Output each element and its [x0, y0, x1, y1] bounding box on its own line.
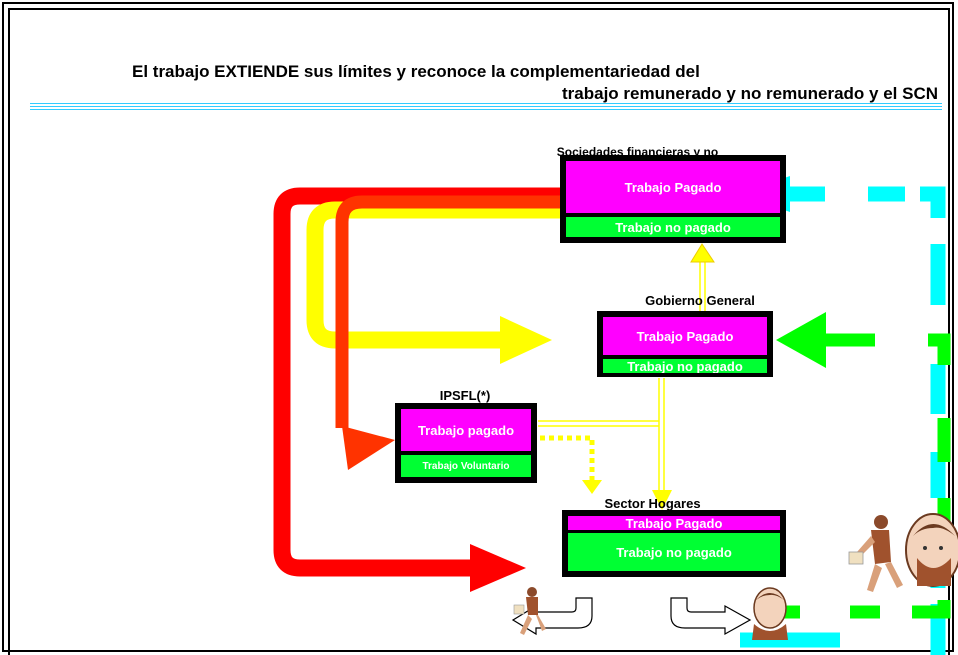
- red-arrow-to-hogares: [273, 187, 565, 577]
- slide-frame-inner: [8, 8, 950, 655]
- yellow-arrowhead: [500, 316, 552, 364]
- hogares-unpaid: Trabajo no pagado: [568, 533, 780, 571]
- slide-title-line2: trabajo remunerado y no remunerado y el …: [562, 84, 938, 103]
- cyan-corner: [920, 186, 946, 218]
- green-dashed-loop: [762, 333, 951, 619]
- hogares-box: Trabajo Pagado Trabajo no pagado: [562, 510, 786, 577]
- gobierno-unpaid: Trabajo no pagado: [603, 359, 767, 373]
- person-portrait-icon: [905, 513, 958, 587]
- dotted-arrow-ipsfl-hogares: [540, 435, 595, 482]
- ipsfl-label: IPSFL(*): [439, 388, 491, 403]
- yellow-arrow-to-gobierno: [306, 201, 570, 349]
- hogares-label: Sector Hogares: [604, 496, 701, 511]
- green-arrowhead: [776, 312, 826, 368]
- green-corner: [912, 600, 951, 619]
- ipsfl-box: Trabajo pagado Trabajo Voluntario: [395, 403, 537, 483]
- sociedades-paid: Trabajo Pagado: [566, 161, 780, 213]
- slide-title-line1: El trabajo EXTIENDE sus límites y recono…: [132, 62, 700, 81]
- sociedades-unpaid: Trabajo no pagado: [566, 217, 780, 237]
- title-rule-1: [30, 103, 942, 104]
- red-arrowhead: [470, 544, 526, 592]
- gobierno-box: Trabajo Pagado Trabajo no pagado: [597, 311, 773, 377]
- yellow-small-arrowhead-up: [690, 243, 715, 263]
- person-walking-icon: [513, 587, 546, 635]
- gobierno-paid: Trabajo Pagado: [603, 317, 767, 355]
- dotted-arrowhead: [582, 480, 602, 494]
- person-portrait-icon: [752, 587, 788, 640]
- yellow-small-arrowhead-down: [652, 490, 672, 510]
- title-rule-3: [30, 109, 942, 110]
- person-walking-icon: [848, 515, 903, 592]
- double-line-connectors: [538, 260, 706, 495]
- orange-arrowhead: [342, 426, 395, 470]
- curved-arrow-icon: [511, 597, 593, 636]
- ipsfl-paid: Trabajo pagado: [401, 409, 531, 451]
- gobierno-label: Gobierno General: [645, 293, 755, 308]
- sociedades-box: Trabajo Pagado Trabajo no pagado: [560, 155, 786, 243]
- ipsfl-unpaid: Trabajo Voluntario: [401, 455, 531, 477]
- green-corner: [928, 333, 951, 365]
- hogares-paid: Trabajo Pagado: [568, 516, 780, 530]
- title-rule-2: [30, 106, 942, 107]
- orange-arrow-to-ipsfl: [335, 195, 562, 428]
- curved-arrow-icon: [670, 597, 752, 636]
- cyan-dashed-loop: [740, 186, 946, 655]
